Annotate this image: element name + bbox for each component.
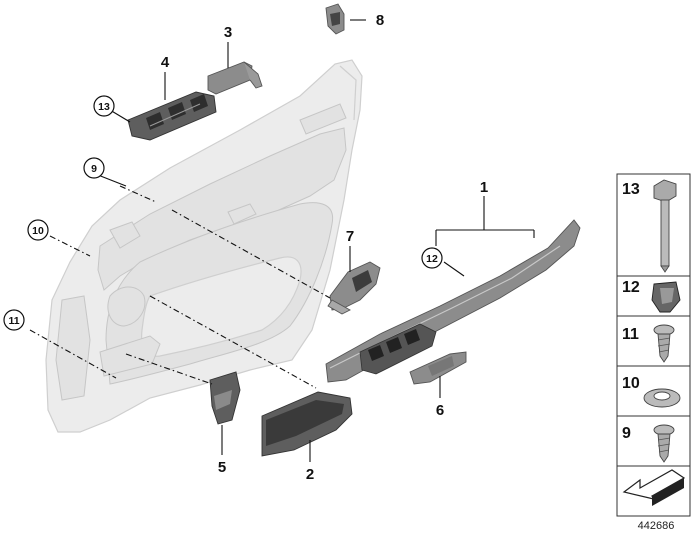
callout-5: 5 bbox=[218, 459, 226, 476]
callout-6: 6 bbox=[436, 402, 444, 419]
part-8-clip bbox=[325, 3, 345, 35]
part-7-door-handle bbox=[327, 261, 381, 315]
callout-8: 8 bbox=[376, 12, 384, 29]
part-3-trim-cover bbox=[207, 61, 263, 95]
callout-labels: 3 4 8 7 1 5 2 6 13 9 10 11 12 bbox=[3, 12, 488, 483]
callout-11: 11 bbox=[8, 315, 19, 327]
callout-4: 4 bbox=[161, 54, 170, 71]
callout-10: 10 bbox=[32, 225, 44, 237]
direction-arrow-icon bbox=[622, 469, 686, 506]
legend-label-11: 11 bbox=[622, 326, 639, 343]
callout-9-circle: 9 bbox=[83, 157, 105, 179]
washer-icon bbox=[643, 388, 681, 408]
callout-12: 12 bbox=[426, 253, 438, 265]
part-2-pocket-trim bbox=[261, 391, 353, 457]
callout-10-circle: 10 bbox=[27, 219, 49, 241]
long-bolt-icon bbox=[653, 179, 677, 273]
callout-3: 3 bbox=[224, 24, 232, 41]
fastener-legend: 13 12 11 10 9 bbox=[616, 173, 691, 532]
callout-1: 1 bbox=[480, 179, 488, 196]
part-4-switch-bezel bbox=[127, 91, 217, 141]
part-5-bracket bbox=[209, 371, 241, 425]
door-trim-panel bbox=[45, 59, 363, 433]
legend-label-13: 13 bbox=[622, 181, 640, 198]
callout-13-circle: 13 bbox=[93, 95, 115, 117]
callout-13: 13 bbox=[98, 101, 110, 113]
diagram-number: 442686 bbox=[638, 520, 675, 532]
screw-icon-9 bbox=[653, 424, 675, 463]
callout-2: 2 bbox=[306, 466, 314, 483]
part-6-bracket bbox=[409, 351, 467, 385]
leader-lines bbox=[97, 19, 535, 462]
callout-12-circle: 12 bbox=[421, 247, 443, 269]
part-1-armrest-trim bbox=[325, 219, 581, 383]
callout-7: 7 bbox=[346, 228, 354, 245]
legend-label-12: 12 bbox=[622, 279, 640, 296]
screw-icon-11 bbox=[653, 324, 675, 363]
callout-9: 9 bbox=[91, 163, 97, 175]
assembly-lines bbox=[29, 185, 331, 389]
legend-cell-11 bbox=[616, 315, 691, 367]
legend-label-9: 9 bbox=[622, 425, 631, 442]
callout-11-circle: 11 bbox=[3, 309, 25, 331]
legend-label-10: 10 bbox=[622, 375, 640, 392]
clip-icon bbox=[651, 281, 681, 313]
